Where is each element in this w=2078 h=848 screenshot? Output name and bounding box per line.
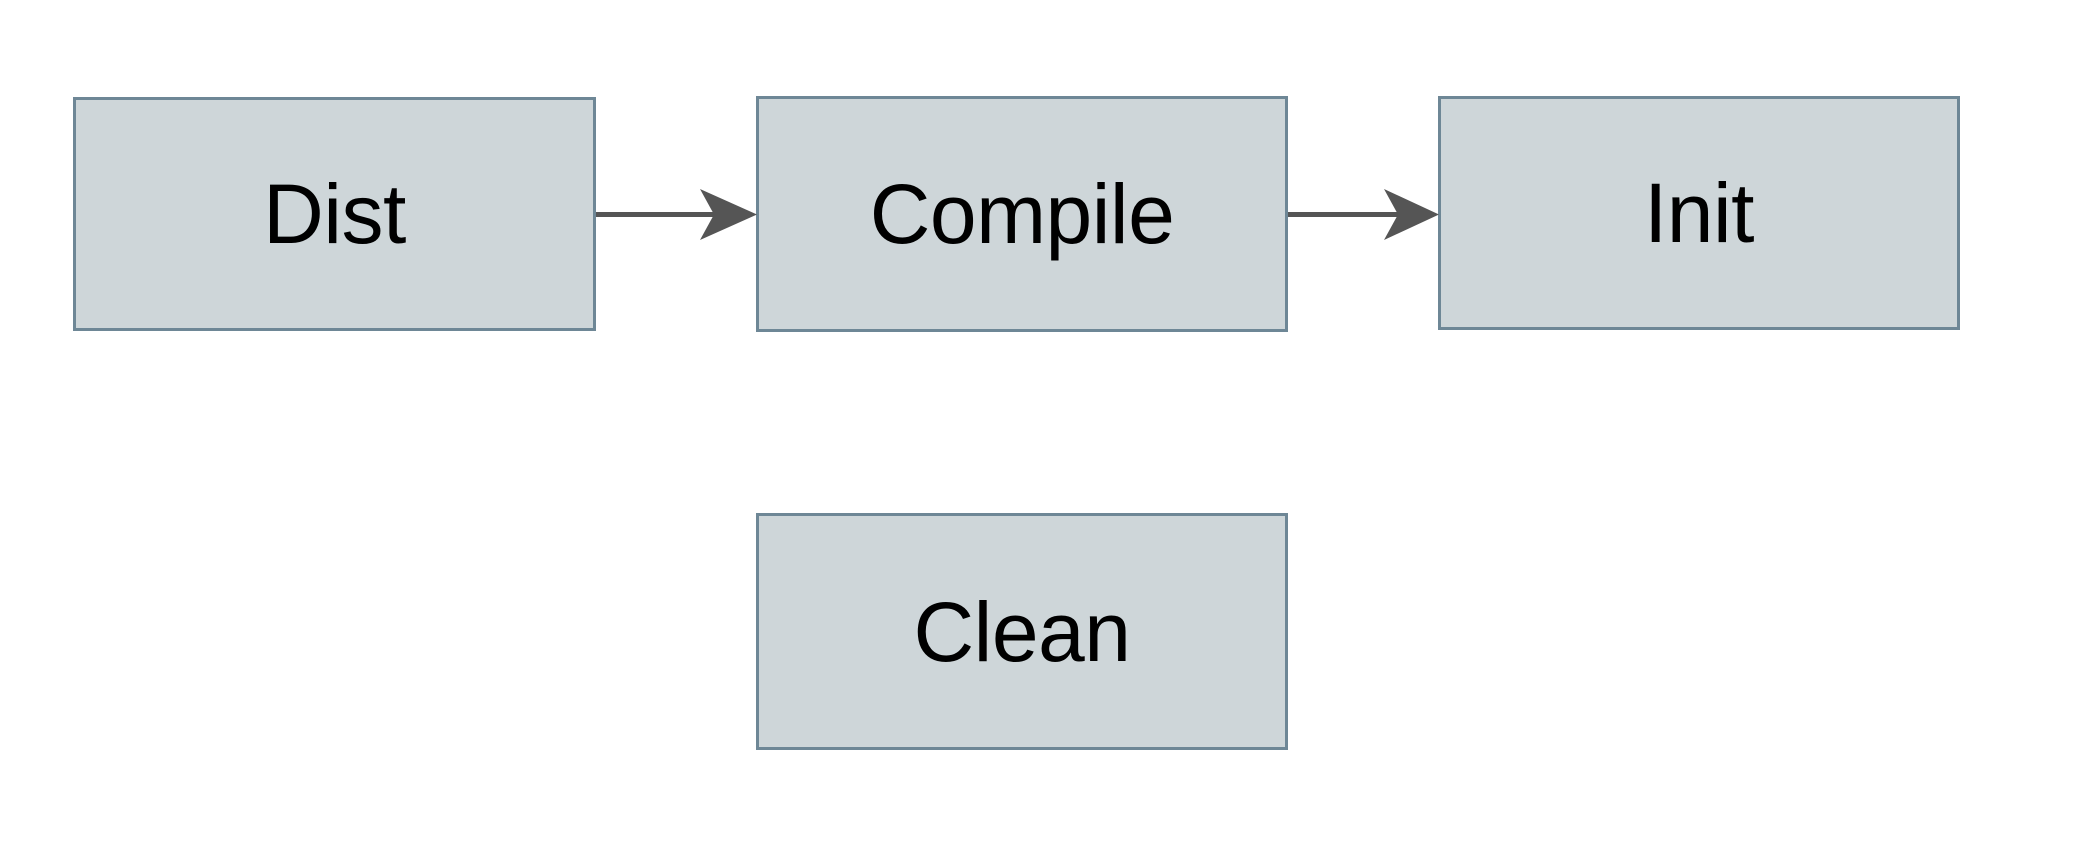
arrowhead-icon bbox=[1384, 189, 1439, 240]
node-compile-label: Compile bbox=[869, 167, 1175, 261]
node-dist[interactable]: Dist bbox=[73, 97, 596, 331]
edge-compile-to-init[interactable] bbox=[1288, 180, 1440, 250]
node-init-label: Init bbox=[1643, 166, 1755, 260]
node-init[interactable]: Init bbox=[1438, 96, 1960, 330]
arrowhead-icon bbox=[700, 189, 757, 240]
node-clean-label: Clean bbox=[913, 584, 1131, 679]
node-compile[interactable]: Compile bbox=[756, 96, 1288, 332]
edge-dist-to-compile[interactable] bbox=[596, 180, 758, 250]
node-dist-label: Dist bbox=[263, 167, 406, 261]
node-clean[interactable]: Clean bbox=[756, 513, 1288, 750]
